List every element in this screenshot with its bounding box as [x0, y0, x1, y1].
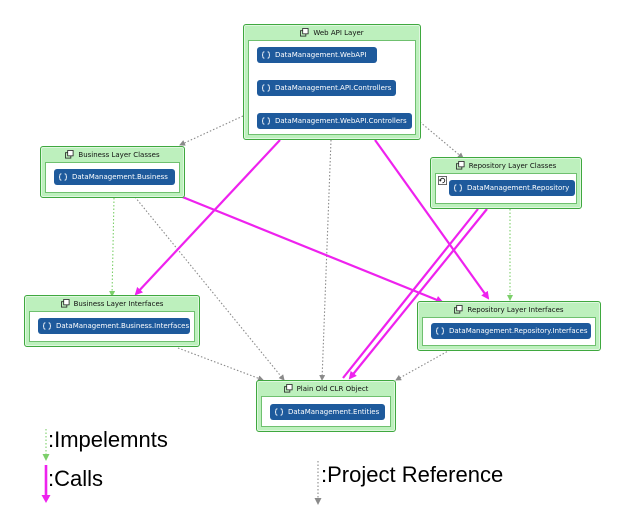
package-icon — [262, 84, 270, 92]
package-label: DataManagement.Repository — [467, 184, 570, 192]
layer-group-icon — [300, 28, 309, 37]
package-label: DataManagement.WebAPI.Controllers — [275, 117, 407, 125]
legend-implements-label: :Impelemnts — [48, 427, 168, 452]
call-repository-classes-to-poco — [348, 208, 488, 380]
package-label: DataManagement.Entities — [288, 408, 380, 416]
call-repository-classes-to-poco-2 — [342, 208, 479, 379]
call-webapi-to-business-interfaces — [134, 139, 281, 296]
package-business-interfaces[interactable]: DataManagement.Business.Interfaces — [38, 318, 190, 334]
layer-group-icon — [455, 161, 465, 170]
repository-layer-classes[interactable]: Repository Layer Classes DataManagement.… — [430, 157, 582, 209]
package-business[interactable]: DataManagement.Business — [54, 169, 175, 185]
package-icon — [59, 173, 67, 181]
package-icon — [262, 117, 270, 125]
package-label: DataManagement.Business.Interfaces — [56, 322, 190, 330]
legend-implements-arrow — [42, 429, 50, 461]
business-layer-interfaces[interactable]: Business Layer Interfaces DataManagement… — [24, 295, 200, 347]
refresh-icon[interactable] — [438, 176, 447, 185]
package-api-controllers[interactable]: DataManagement.API.Controllers — [257, 80, 396, 96]
ref-webapi-to-business-classes — [179, 115, 244, 146]
ref-webapi-to-poco — [319, 139, 332, 381]
package-repository-interfaces[interactable]: DataManagement.Repository.Interfaces — [431, 323, 591, 339]
legend-project-reference-arrow — [314, 461, 322, 505]
impl-business-classes-to-interfaces — [109, 197, 116, 297]
layer-group-icon — [65, 150, 74, 159]
layer-group-icon — [454, 305, 463, 314]
layer-title: Plain Old CLR Object — [296, 384, 369, 393]
layer-group-icon — [283, 384, 293, 393]
plain-old-clr-object-layer[interactable]: Plain Old CLR Object DataManagement.Enti… — [256, 380, 396, 432]
repository-layer-interfaces[interactable]: Repository Layer Interfaces DataManageme… — [417, 301, 601, 351]
layer-title: Repository Layer Interfaces — [467, 305, 564, 314]
legend-calls-label: :Calls — [48, 466, 104, 491]
layer-group-icon — [60, 299, 70, 308]
legend-project-reference-label: :Project Reference — [321, 462, 504, 487]
package-label: DataManagement.WebAPI — [275, 51, 367, 59]
ref-business-interfaces-to-poco — [177, 347, 264, 382]
package-label: DataManagement.Business — [72, 173, 168, 181]
layer-title: Web API Layer — [313, 28, 364, 37]
package-icon — [275, 408, 283, 416]
package-icon — [454, 184, 462, 192]
ref-business-classes-to-poco — [134, 196, 285, 381]
package-label: DataManagement.Repository.Interfaces — [449, 327, 588, 335]
package-icon — [43, 322, 51, 330]
call-business-to-repository-interfaces — [179, 194, 444, 304]
web-api-layer[interactable]: Web API Layer DataManagement.WebAPI Data… — [243, 24, 421, 140]
package-label: DataManagement.API.Controllers — [275, 84, 392, 92]
package-repository[interactable]: DataManagement.Repository — [449, 180, 575, 196]
layer-title: Repository Layer Classes — [468, 161, 557, 170]
business-layer-classes[interactable]: Business Layer Classes DataManagement.Bu… — [40, 146, 185, 198]
package-icon — [262, 51, 270, 59]
legend-calls-arrow — [41, 465, 51, 503]
ref-repository-interfaces-to-poco — [395, 349, 451, 381]
package-webapi-controllers[interactable]: DataManagement.WebAPI.Controllers — [257, 113, 412, 129]
package-entities[interactable]: DataManagement.Entities — [270, 404, 385, 420]
ref-webapi-to-repository-classes — [419, 121, 464, 159]
call-webapi-to-repository-interfaces — [374, 139, 490, 300]
package-webapi[interactable]: DataManagement.WebAPI — [257, 47, 377, 63]
package-icon — [436, 327, 444, 335]
layer-title: Business Layer Interfaces — [73, 299, 164, 308]
layer-title: Business Layer Classes — [78, 150, 160, 159]
